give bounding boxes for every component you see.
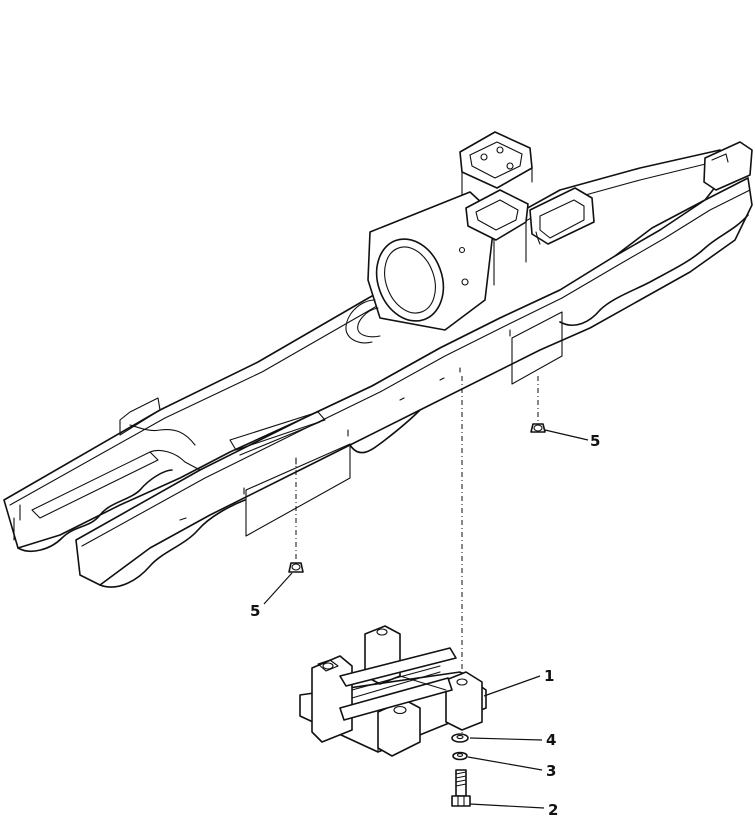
equalizer-support-bracket [299,625,487,757]
lock-washer-3 [452,751,468,761]
callout-3: 3 [546,762,556,780]
guard-plate-right [511,311,563,385]
leader-5-right [544,429,589,441]
callout-1: 1 [544,667,554,685]
left-frame-rail [3,149,736,549]
washer-4 [451,733,469,743]
callout-2: 2 [548,801,558,817]
left-rail-scallops [17,469,173,552]
callout-5-right: 5 [590,432,600,450]
leader-2 [469,803,545,809]
track-frame [3,131,753,588]
leader-3 [467,756,543,771]
nut-right [530,423,546,433]
leader-5-left [263,572,293,605]
right-rail-scallops [99,214,749,588]
callout-4: 4 [546,731,556,749]
callout-5-left: 5 [250,602,260,620]
pivot-shaft-boss [345,191,496,344]
mounting-pad-rear [459,131,533,196]
leader-4 [469,737,543,741]
right-frame-rail [75,177,753,586]
guard-plate-left [245,443,351,537]
leader-1 [483,675,541,697]
bolt-2 [451,769,471,807]
nut-left [288,562,304,573]
mounting-pad-front [465,189,529,286]
